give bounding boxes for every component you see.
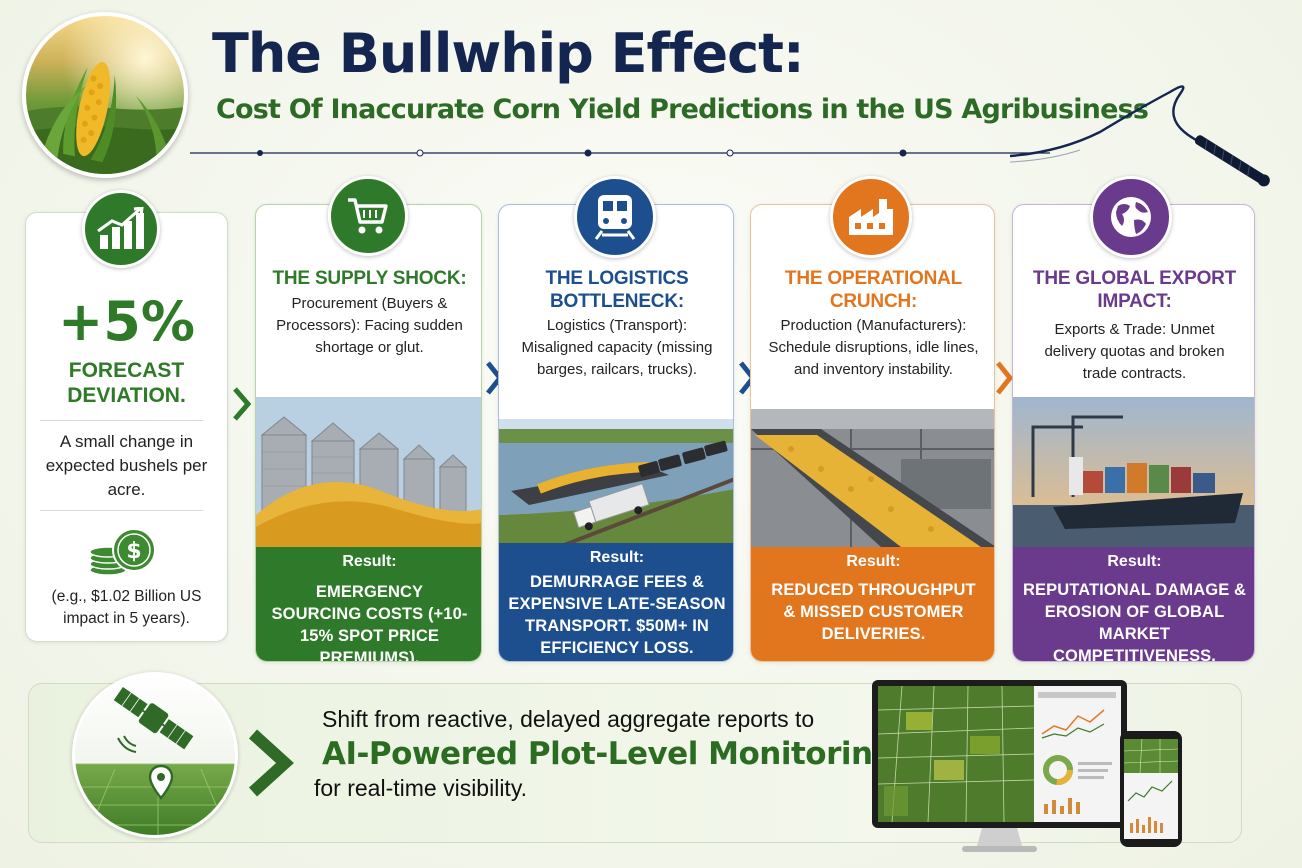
globe-icon: [1090, 176, 1172, 258]
result-text: REDUCED THROUGHPUT & MISSED CUSTOMER DEL…: [771, 581, 976, 643]
supply-shock-card: THE SUPPLY SHOCK: Procurement (Buyers & …: [255, 204, 482, 662]
container-ship-photo: [1013, 397, 1254, 547]
result-label: Result:: [342, 553, 397, 570]
grain-silos-photo: [256, 397, 481, 547]
card-description: Production (Manufacturers): Schedule dis…: [768, 317, 979, 378]
card-description: Exports & Trade: Unmet delivery quotas a…: [1044, 321, 1225, 382]
card-heading: THE SUPPLY SHOCK:: [272, 268, 467, 289]
forecast-deviation-description: A small change in expected bushels per a…: [45, 432, 208, 499]
logistics-bottleneck-card: THE LOGISTICS BOTTLENECK: Logistics (Tra…: [498, 204, 734, 662]
svg-text:$: $: [126, 539, 141, 564]
card-heading: THE OPERATIONAL CRUNCH:: [784, 268, 963, 312]
result-box: Result: REPUTATIONAL DAMAGE & EROSION OF…: [1013, 547, 1254, 662]
barge-train-truck-photo: [499, 419, 733, 547]
chevron-right-icon: [996, 361, 1013, 395]
global-export-card: THE GLOBAL EXPORT IMPACT: Exports & Trad…: [1012, 204, 1255, 662]
satellite-icon: [113, 686, 194, 753]
card-description: Procurement (Buyers & Processors): Facin…: [276, 295, 463, 356]
factory-icon: [830, 176, 912, 258]
forecast-deviation-label: FORECAST DEVIATION.: [67, 359, 186, 407]
result-label: Result:: [589, 549, 645, 566]
banner-line-1: Shift from reactive, delayed aggregate r…: [322, 706, 815, 732]
timeline-line: [190, 149, 1050, 157]
divider: [40, 510, 203, 511]
corn-field-photo: [22, 12, 188, 178]
bullwhip-graphic: [1010, 85, 1270, 187]
location-pin-icon: [148, 764, 174, 800]
result-text: DEMURRAGE FEES & EXPENSIVE LATE-SEASON T…: [508, 573, 726, 657]
impact-example: (e.g., $1.02 Billion US impact in 5 year…: [51, 588, 202, 627]
card-description: Logistics (Transport): Misaligned capaci…: [521, 317, 713, 378]
bar-chart-growth-icon: [82, 190, 160, 268]
train-icon: [574, 176, 656, 258]
result-text: EMERGENCY SOURCING COSTS (+10-15% SPOT P…: [271, 583, 468, 662]
monitoring-dashboard-phone: [1120, 731, 1182, 847]
divider: [40, 420, 203, 421]
result-label: Result:: [846, 553, 901, 570]
result-label: Result:: [1107, 553, 1162, 570]
operational-crunch-card: THE OPERATIONAL CRUNCH: Production (Manu…: [750, 204, 995, 662]
banner-line-3: for real-time visibility.: [314, 775, 527, 801]
page-subtitle: Cost Of Inaccurate Corn Yield Prediction…: [216, 94, 1149, 125]
result-box: Result: REDUCED THROUGHPUT & MISSED CUST…: [751, 547, 994, 661]
result-box: Result: DEMURRAGE FEES & EXPENSIVE LATE-…: [499, 543, 733, 661]
monitoring-dashboard-monitor: [872, 680, 1127, 852]
banner-headline: AI-Powered Plot-Level Monitoring: [322, 736, 895, 772]
coin-stack-dollar-icon: $: [89, 528, 156, 576]
chevron-right-icon: [248, 729, 294, 797]
page-title: The Bullwhip Effect:: [212, 22, 805, 85]
forecast-deviation-value: +5%: [58, 290, 195, 353]
corn-conveyor-photo: [751, 409, 994, 547]
result-box: Result: EMERGENCY SOURCING COSTS (+10-15…: [256, 547, 481, 662]
satellite-field-graphic: [72, 672, 238, 838]
result-text: REPUTATIONAL DAMAGE & EROSION OF GLOBAL …: [1023, 581, 1247, 662]
shopping-cart-icon: [328, 176, 408, 256]
card-heading: THE LOGISTICS BOTTLENECK:: [545, 268, 689, 312]
chevron-right-icon: [233, 387, 252, 421]
card-heading: THE GLOBAL EXPORT IMPACT:: [1032, 268, 1237, 312]
